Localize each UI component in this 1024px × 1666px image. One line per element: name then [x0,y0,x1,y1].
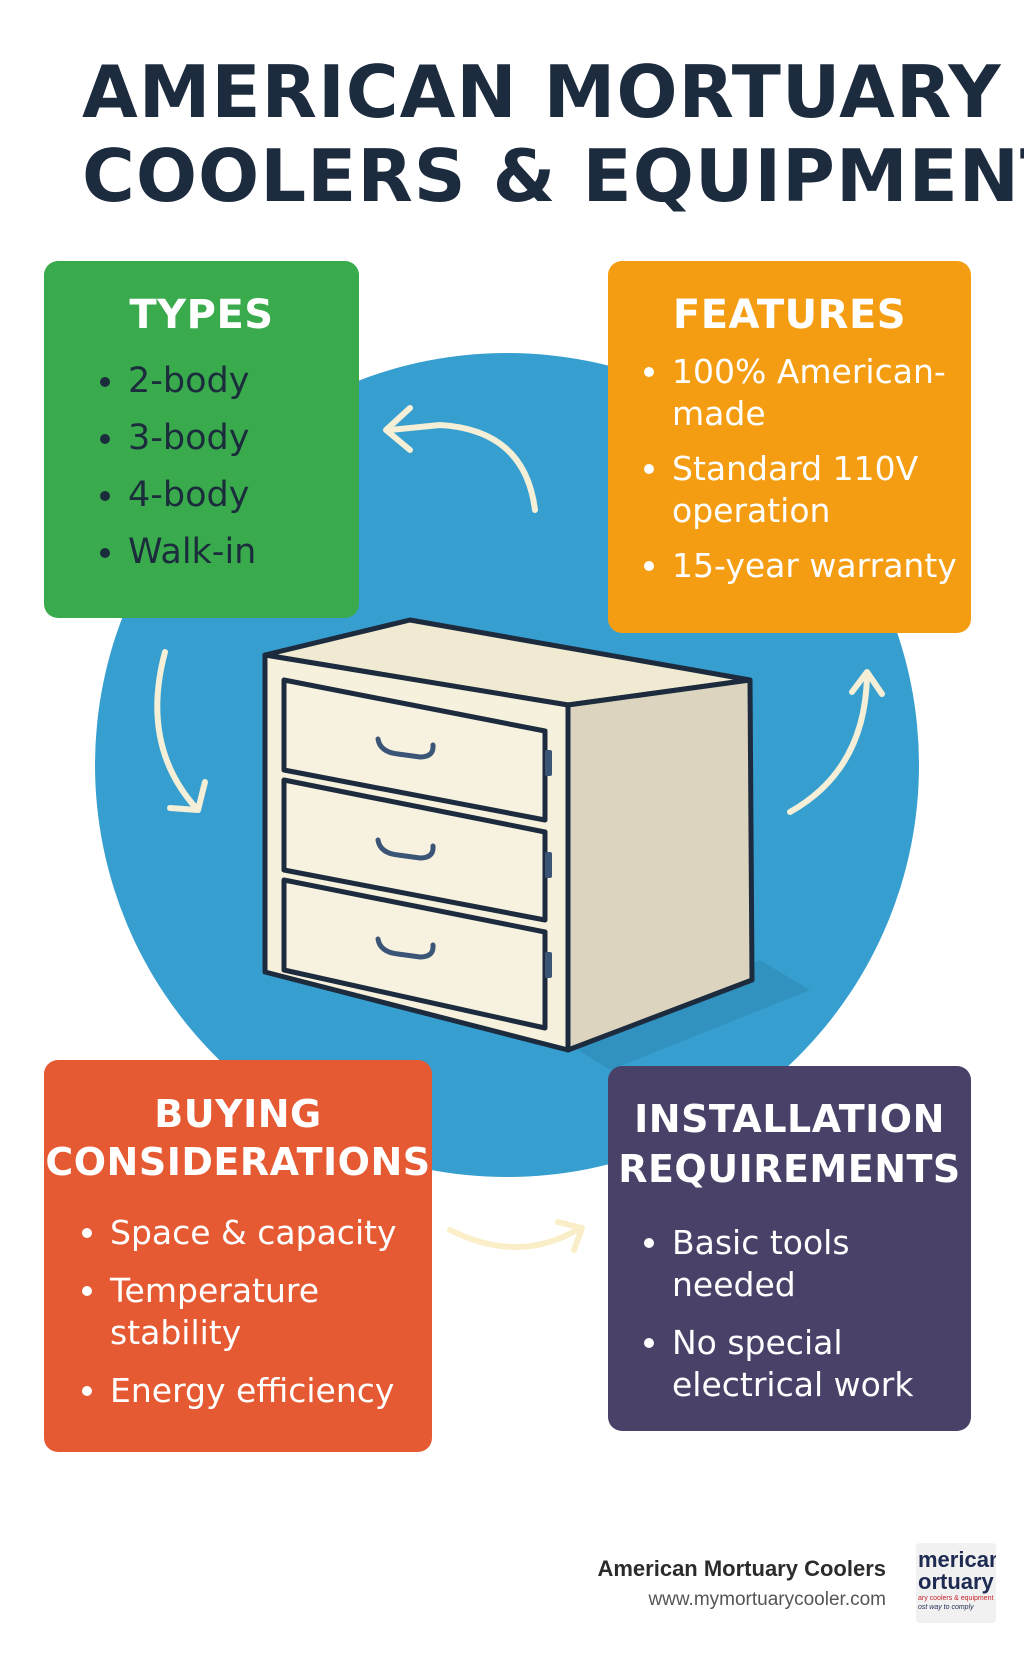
footer-company-name: American Mortuary Coolers [597,1556,886,1581]
bullet-icon [644,1238,654,1248]
bullet-icon [100,434,110,444]
bullet-icon [100,548,110,558]
types-heading: TYPES [129,292,274,338]
list-item: Space & capacity [76,1212,426,1254]
bullet-icon [100,377,110,387]
list-item: 2-body [94,353,359,410]
logo-line-4: ost way to comply [918,1604,974,1611]
bullet-icon [644,367,654,377]
cycle-arrow-icon [447,1219,585,1253]
footer-url[interactable]: www.mymortuarycooler.com [648,1589,886,1610]
list-item: 3-body [94,410,359,467]
bullet-icon [644,561,654,571]
list-item: Temperature stability [76,1270,426,1354]
bullet-icon [82,1228,92,1238]
bullet-icon [82,1286,92,1296]
bullet-icon [100,491,110,501]
page-title: AMERICAN MORTUARY COOLERS & EQUIPMENT [82,50,1024,218]
types-card: TYPES 2-body 3-body 4-body Walk-in [44,261,359,618]
bullet-icon [644,464,654,474]
features-card: FEATURES 100% American-made Standard 110… [608,261,971,633]
features-list: 100% American-made Standard 110V operati… [608,351,971,587]
list-item: 100% American-made [638,351,963,435]
list-item: Walk-in [94,524,359,581]
title-line-1: AMERICAN MORTUARY [82,50,1002,134]
cabinet-shadow [570,960,810,1070]
bullet-icon [82,1386,92,1396]
logo-line-2: ortuary [918,1569,994,1594]
buying-list: Space & capacity Temperature stability E… [44,1212,432,1412]
company-logo: merican ortuary ary coolers & equipment … [916,1543,996,1623]
features-heading: FEATURES [672,292,907,338]
title-line-2: COOLERS & EQUIPMENT [82,134,1024,218]
drawer-handle-icon [375,736,436,960]
list-item: Standard 110V operation [638,448,963,532]
bullet-icon [644,1338,654,1348]
list-item: 15-year warranty [638,545,963,587]
logo-line-1: merican [918,1547,996,1572]
list-item: 4-body [94,467,359,524]
cooler-cabinet-icon [262,617,755,1053]
cycle-arrow-icon [787,669,885,815]
installation-list: Basic tools needed No special electrical… [608,1222,971,1406]
logo-line-3: ary coolers & equipment [918,1595,994,1602]
cycle-arrow-icon [383,405,538,513]
list-item: No special electrical work [638,1322,963,1406]
list-item: Energy efficiency [76,1370,426,1412]
list-item: Basic tools needed [638,1222,963,1306]
types-list: 2-body 3-body 4-body Walk-in [44,353,359,581]
cycle-arrow-icon [154,649,208,813]
